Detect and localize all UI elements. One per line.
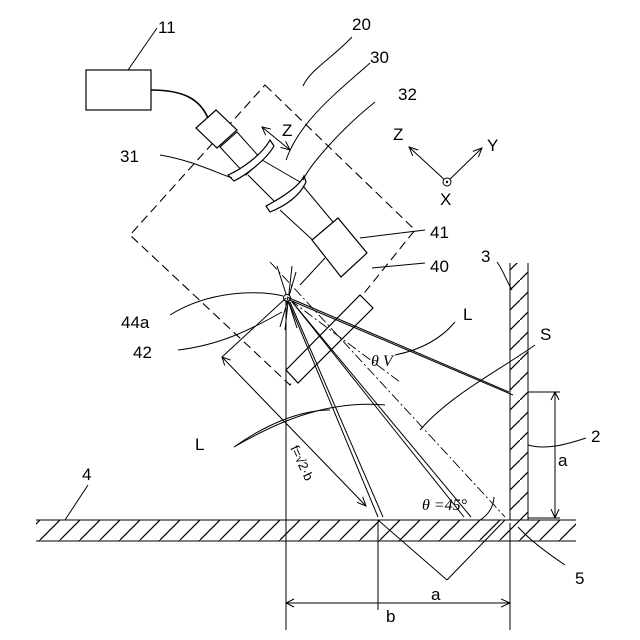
label-20: 20 [352, 15, 371, 34]
label-local-z: Z [282, 121, 292, 140]
label-42: 42 [133, 343, 152, 362]
label-theta-v: θ V [371, 353, 395, 370]
label-L-top: L [463, 305, 472, 324]
label-32: 32 [398, 85, 417, 104]
label-11: 11 [158, 18, 176, 37]
wall [510, 263, 528, 520]
label-coord-z: Z [393, 125, 403, 144]
label-31: 31 [120, 147, 139, 166]
coordinate-axes [409, 147, 482, 186]
label-b: b [386, 607, 395, 626]
label-S: S [540, 325, 551, 344]
label-4: 4 [82, 465, 91, 484]
label-41: 41 [430, 223, 449, 242]
dimension-lines [222, 298, 560, 630]
label-f-formula: f=√2·b [287, 443, 316, 483]
housing-outline [130, 85, 415, 385]
label-L-left: L [195, 435, 204, 454]
optical-train [196, 110, 373, 383]
label-theta-45: θ =45° [422, 497, 468, 514]
label-44a: 44a [121, 313, 150, 332]
label-coord-x: X [440, 190, 451, 209]
label-a-bottom: a [431, 585, 441, 604]
light-source-box [86, 70, 208, 118]
label-5: 5 [575, 569, 584, 588]
label-coord-y: Y [487, 136, 498, 155]
label-40: 40 [430, 257, 449, 276]
label-3: 3 [481, 247, 490, 266]
label-2: 2 [591, 427, 600, 446]
label-a-vertical: a [558, 451, 568, 470]
label-30: 30 [370, 48, 389, 67]
